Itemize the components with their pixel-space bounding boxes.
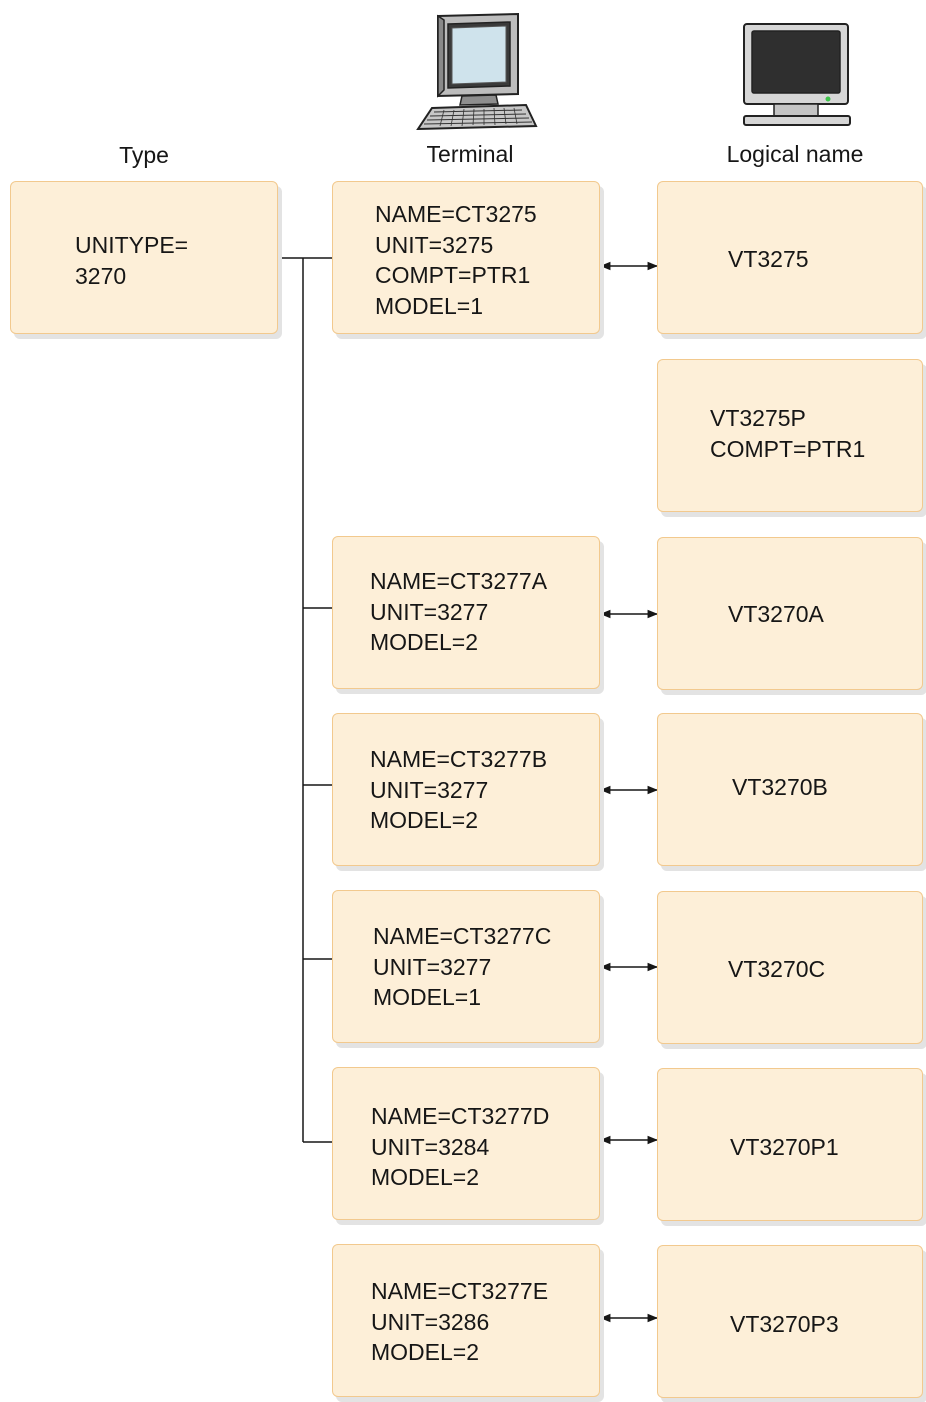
- terminal-line: MODEL=2: [371, 1339, 480, 1365]
- logical-name-text: VT3270P3: [730, 1309, 839, 1340]
- terminal-line: COMPT=PTR1: [375, 262, 531, 288]
- logical-name-line: VT3270P3: [730, 1311, 839, 1337]
- monitor-icon: [743, 23, 851, 126]
- terminal-line: NAME=CT3277D: [371, 1103, 550, 1129]
- terminal-line: MODEL=2: [370, 807, 479, 833]
- logical-name-text: VT3275P COMPT=PTR1: [710, 403, 865, 464]
- logical-name-line: VT3275: [728, 246, 809, 272]
- logical-name-box: VT3270A: [657, 537, 923, 690]
- terminal-line: NAME=CT3277C: [373, 923, 552, 949]
- logical-name-box: VT3270C: [657, 891, 923, 1044]
- terminal-box-text: NAME=CT3277B UNIT=3277 MODEL=2: [370, 744, 547, 836]
- logical-name-box: VT3275: [657, 181, 923, 334]
- terminal-box-text: NAME=CT3275 UNIT=3275 COMPT=PTR1 MODEL=1: [375, 199, 537, 321]
- terminal-computer-icon: [416, 12, 538, 130]
- logical-name-text: VT3270P1: [730, 1132, 839, 1163]
- terminal-column-header: Terminal: [426, 141, 514, 167]
- terminal-line: MODEL=2: [370, 629, 479, 655]
- logical-name-box: VT3275P COMPT=PTR1: [657, 359, 923, 512]
- logical-name-line: VT3270B: [732, 774, 828, 800]
- logical-name-line: COMPT=PTR1: [710, 435, 866, 462]
- logical-name-box: VT3270P3: [657, 1245, 923, 1398]
- logical-name-column-header: Logical name: [726, 141, 864, 167]
- terminal-box-text: NAME=CT3277C UNIT=3277 MODEL=1: [373, 921, 551, 1013]
- terminal-box: NAME=CT3277B UNIT=3277 MODEL=2: [332, 713, 600, 866]
- type-box: UNITYPE= 3270: [10, 181, 278, 334]
- logical-name-line: VT3270A: [728, 601, 824, 627]
- terminal-box-text: NAME=CT3277E UNIT=3286 MODEL=2: [371, 1276, 548, 1368]
- terminal-box-text: NAME=CT3277A UNIT=3277 MODEL=2: [370, 566, 547, 658]
- logical-name-box: VT3270P1: [657, 1068, 923, 1221]
- logical-name-line: VT3275P: [710, 405, 806, 431]
- type-column-header: Type: [119, 142, 169, 168]
- terminal-line: UNIT=3277: [370, 776, 489, 803]
- terminal-line: UNIT=3286: [371, 1308, 490, 1335]
- terminal-line: MODEL=1: [375, 292, 484, 319]
- terminal-box: NAME=CT3277D UNIT=3284 MODEL=2: [332, 1067, 600, 1220]
- terminal-line: MODEL=1: [373, 984, 482, 1010]
- terminal-line: UNIT=3277: [370, 598, 489, 625]
- terminal-line: MODEL=2: [371, 1164, 480, 1190]
- terminal-box: NAME=CT3277C UNIT=3277 MODEL=1: [332, 890, 600, 1043]
- terminal-line: NAME=CT3277A: [370, 568, 548, 594]
- type-line: 3270: [75, 262, 127, 289]
- terminal-line: NAME=CT3275: [375, 201, 537, 227]
- terminal-box-text: NAME=CT3277D UNIT=3284 MODEL=2: [371, 1101, 549, 1193]
- terminal-box: NAME=CT3277E UNIT=3286 MODEL=2: [332, 1244, 600, 1397]
- logical-name-box: VT3270B: [657, 713, 923, 866]
- terminal-line: UNIT=3275: [375, 231, 494, 258]
- terminal-box: NAME=CT3275 UNIT=3275 COMPT=PTR1 MODEL=1: [332, 181, 600, 334]
- terminal-line: NAME=CT3277B: [370, 746, 548, 772]
- logical-name-line: VT3270P1: [730, 1134, 839, 1160]
- terminal-line: UNIT=3277: [373, 953, 492, 980]
- terminal-line: UNIT=3284: [371, 1133, 490, 1160]
- logical-name-text: VT3270A: [728, 599, 824, 630]
- logical-name-text: VT3275: [728, 244, 809, 275]
- logical-name-text: VT3270B: [732, 772, 828, 803]
- terminal-box: NAME=CT3277A UNIT=3277 MODEL=2: [332, 536, 600, 689]
- type-box-text: UNITYPE= 3270: [75, 230, 188, 291]
- logical-name-line: VT3270C: [728, 956, 826, 982]
- terminal-line: NAME=CT3277E: [371, 1278, 549, 1304]
- logical-name-text: VT3270C: [728, 954, 825, 985]
- type-line: UNITYPE=: [75, 232, 189, 258]
